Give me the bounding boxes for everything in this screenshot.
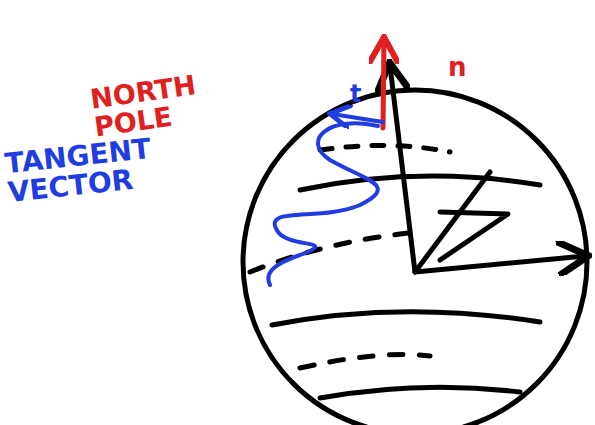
latitude <box>300 176 540 190</box>
axis <box>390 66 415 272</box>
latitude <box>300 355 430 369</box>
latitude <box>320 145 450 152</box>
vector-symbol: t <box>350 82 374 107</box>
radius <box>440 212 508 260</box>
latitude <box>272 312 540 325</box>
radius <box>415 172 490 272</box>
tangent-loop <box>268 123 378 285</box>
vector-symbol: n <box>448 54 474 81</box>
vector-label: TANGENT VECTOR <box>3 131 183 208</box>
normal-arrow <box>383 40 384 128</box>
tangent-arrow <box>332 114 383 122</box>
pole-label: NORTH POLE <box>89 71 206 142</box>
latitude <box>320 387 520 398</box>
